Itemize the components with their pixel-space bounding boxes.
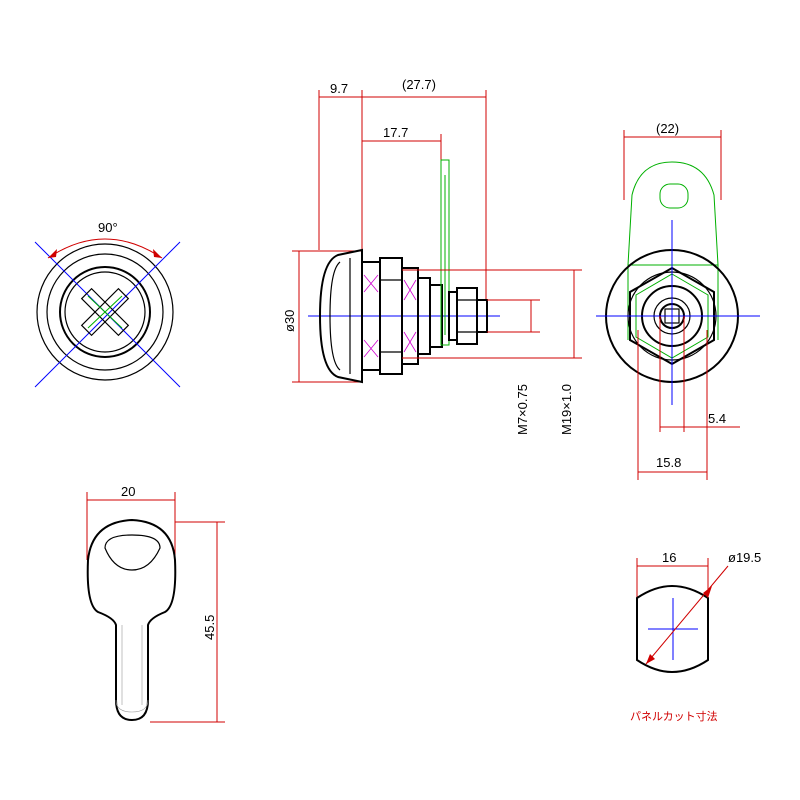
- dim-key-length: 45.5: [202, 615, 217, 640]
- shaft-end: [476, 299, 488, 333]
- key-view: 20 45.5: [86, 484, 225, 723]
- dim-small: 5.4: [708, 411, 726, 426]
- dim-flange: 9.7: [330, 81, 348, 96]
- dim-shaft-thread: M7×0.75: [515, 384, 530, 435]
- key-outline: [86, 518, 177, 722]
- dim-cam-width: (22): [656, 121, 679, 136]
- angle-label: 90°: [98, 220, 118, 235]
- dim-body-thread: M19×1.0: [559, 384, 574, 435]
- panel-cut-view: 16 ø19.5 パネルカット寸法: [630, 550, 761, 723]
- dim-panel-width: 16: [662, 550, 676, 565]
- bezel: [318, 248, 363, 384]
- cam-outline: [627, 161, 719, 266]
- dim-face-diameter: ø30: [282, 310, 297, 332]
- dim-key-width: 20: [121, 484, 135, 499]
- dim-cam-position: 17.7: [383, 125, 408, 140]
- panel-cut-outline: [636, 584, 709, 674]
- cam-plate: [440, 159, 450, 346]
- front-view: 90°: [34, 220, 181, 388]
- dim-total: (27.7): [402, 77, 436, 92]
- key-hole: [104, 534, 161, 571]
- rear-view: (22) 5.4 15.8: [596, 121, 760, 480]
- dim-panel-diameter: ø19.5: [728, 550, 761, 565]
- side-view: 9.7 (27.7) 17.7 ø30: [282, 77, 582, 435]
- dim-across-flats: 15.8: [656, 455, 681, 470]
- panel-cut-caption: パネルカット寸法: [630, 709, 718, 723]
